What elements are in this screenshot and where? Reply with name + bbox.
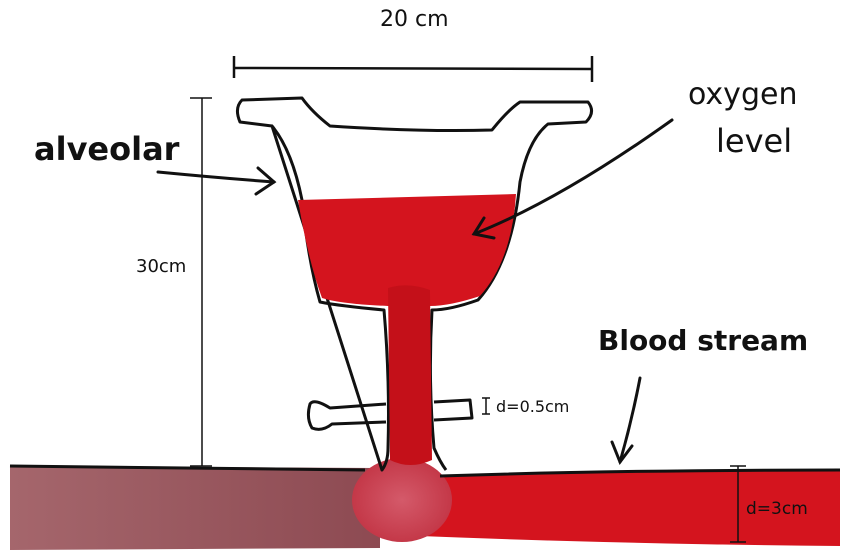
width-label: 20 cm (380, 7, 449, 32)
blood-stream-arrow (612, 378, 640, 462)
blood-vessel-deoxygenated (10, 466, 380, 550)
oxygen-label-line1: oxygen (688, 77, 797, 112)
blood-stream-label: Blood stream (598, 324, 808, 357)
alveolar-label: alveolar (34, 130, 180, 168)
blood-mixing-zone (352, 458, 452, 542)
neck-diameter-marker (482, 398, 490, 414)
height-dimension (190, 98, 212, 466)
oxygen-level-arrow (474, 120, 672, 238)
neck-blood-column (388, 285, 432, 465)
neck-diameter-label: d=0.5cm (496, 397, 569, 416)
height-label: 30cm (136, 256, 186, 277)
width-dimension (234, 56, 592, 82)
alveolar-arrow (158, 168, 274, 194)
vessel-diameter-label: d=3cm (746, 499, 808, 519)
oxygen-label-line2: level (716, 122, 792, 160)
